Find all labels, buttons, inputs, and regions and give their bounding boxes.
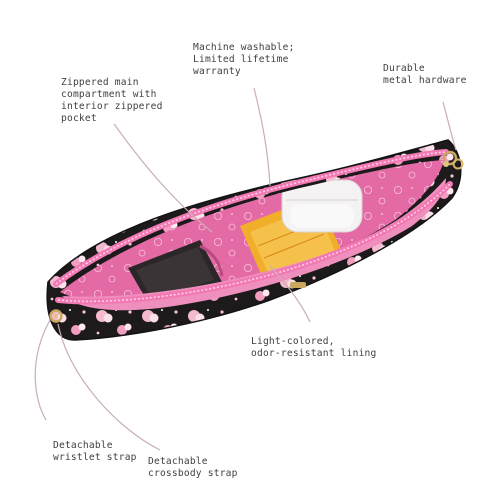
callout-line: crossbody strap (148, 468, 238, 479)
callout-line: Machine washable; (193, 42, 295, 53)
callout-line: pocket (61, 113, 97, 124)
leader-crossbody (57, 323, 161, 451)
upper-zipper-teeth (55, 151, 447, 285)
leader-hardware (442, 101, 457, 151)
callout-line: Durable (383, 63, 425, 74)
callout-line: Light-colored, (251, 336, 335, 347)
leader-wristlet (34, 319, 51, 421)
callout-line: wristlet strap (53, 452, 137, 463)
callout-line: Zippered main (61, 77, 139, 88)
callout-durable-hardware: Durable metal hardware (383, 63, 467, 87)
callout-machine-washable: Machine washable; Limited lifetime warra… (193, 42, 295, 78)
callout-zippered-main: Zippered main compartment with interior … (61, 77, 163, 125)
callout-wristlet-strap: Detachable wristlet strap (53, 440, 137, 464)
callout-line: metal hardware (383, 75, 467, 86)
leader-zippered-main (113, 123, 213, 233)
callout-line: Detachable (148, 456, 208, 467)
callout-line: Detachable (53, 440, 113, 451)
earbud-case-item (281, 179, 363, 233)
metal-hardware (49, 150, 464, 323)
leader-machine-washable (253, 87, 271, 187)
callout-line: interior zippered (61, 101, 163, 112)
leader-lines (34, 87, 457, 451)
callout-line: odor-resistant lining (251, 348, 377, 359)
callout-lining: Light-colored, odor-resistant lining (251, 336, 377, 360)
callout-line: warranty (193, 66, 241, 77)
callout-line: Limited lifetime (193, 54, 289, 65)
lower-zipper-teeth (57, 183, 451, 303)
callout-line: compartment with (61, 89, 157, 100)
leader-lining (269, 265, 311, 323)
callout-crossbody-strap: Detachable crossbody strap (148, 456, 238, 480)
front-lining (62, 178, 446, 311)
